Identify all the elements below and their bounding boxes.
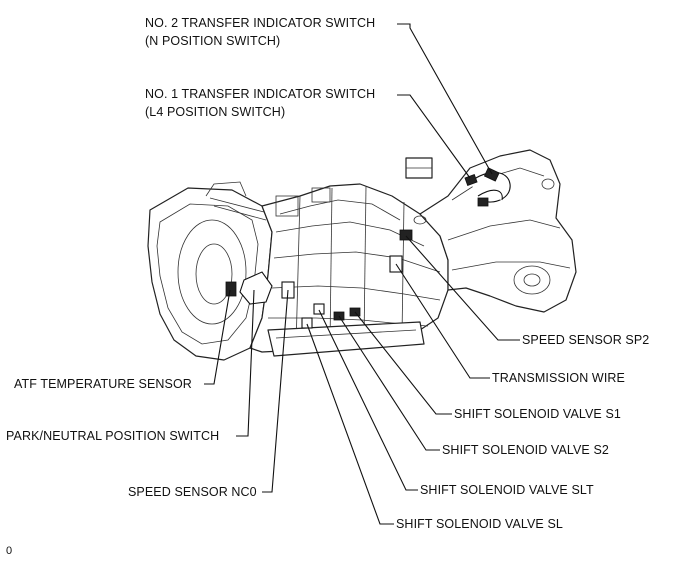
solenoid-sl-part [301,317,313,329]
leader-lines [204,23,520,525]
label-speed-sensor-nc0: SPEED SENSOR NC0 [128,485,257,499]
label-shift-solenoid-s2: SHIFT SOLENOID VALVE S2 [442,443,609,457]
label-shift-solenoid-slt: SHIFT SOLENOID VALVE SLT [420,483,594,497]
park-neutral-switch-part [239,271,273,305]
transfer-case [405,149,577,313]
label-shift-solenoid-sl: SHIFT SOLENOID VALVE SL [396,517,563,531]
label-speed-sensor-sp2: SPEED SENSOR SP2 [522,333,650,347]
solenoid-slt-part [313,303,325,315]
oil-pan [267,321,425,357]
speed-sensor-sp2-part [399,229,413,241]
main-case [209,183,449,353]
label-no1-transfer-switch: NO. 1 TRANSFER INDICATOR SWITCH [145,87,376,101]
bell-housing [147,181,273,361]
label-no2-transfer-switch-sub: (N POSITION SWITCH) [145,34,281,48]
label-transmission-wire: TRANSMISSION WIRE [492,371,625,385]
label-shift-solenoid-s1: SHIFT SOLENOID VALVE S1 [454,407,621,421]
transfer-switch-harness [464,167,511,207]
label-no2-transfer-switch: NO. 2 TRANSFER INDICATOR SWITCH [145,16,376,30]
figure-code: 0 [6,545,13,557]
label-atf-temperature-sensor: ATF TEMPERATURE SENSOR [14,377,192,391]
label-no1-transfer-switch-sub: (L4 POSITION SWITCH) [145,105,286,119]
label-park-neutral-switch: PARK/NEUTRAL POSITION SWITCH [6,429,220,443]
atf-sensor-part [225,281,237,297]
